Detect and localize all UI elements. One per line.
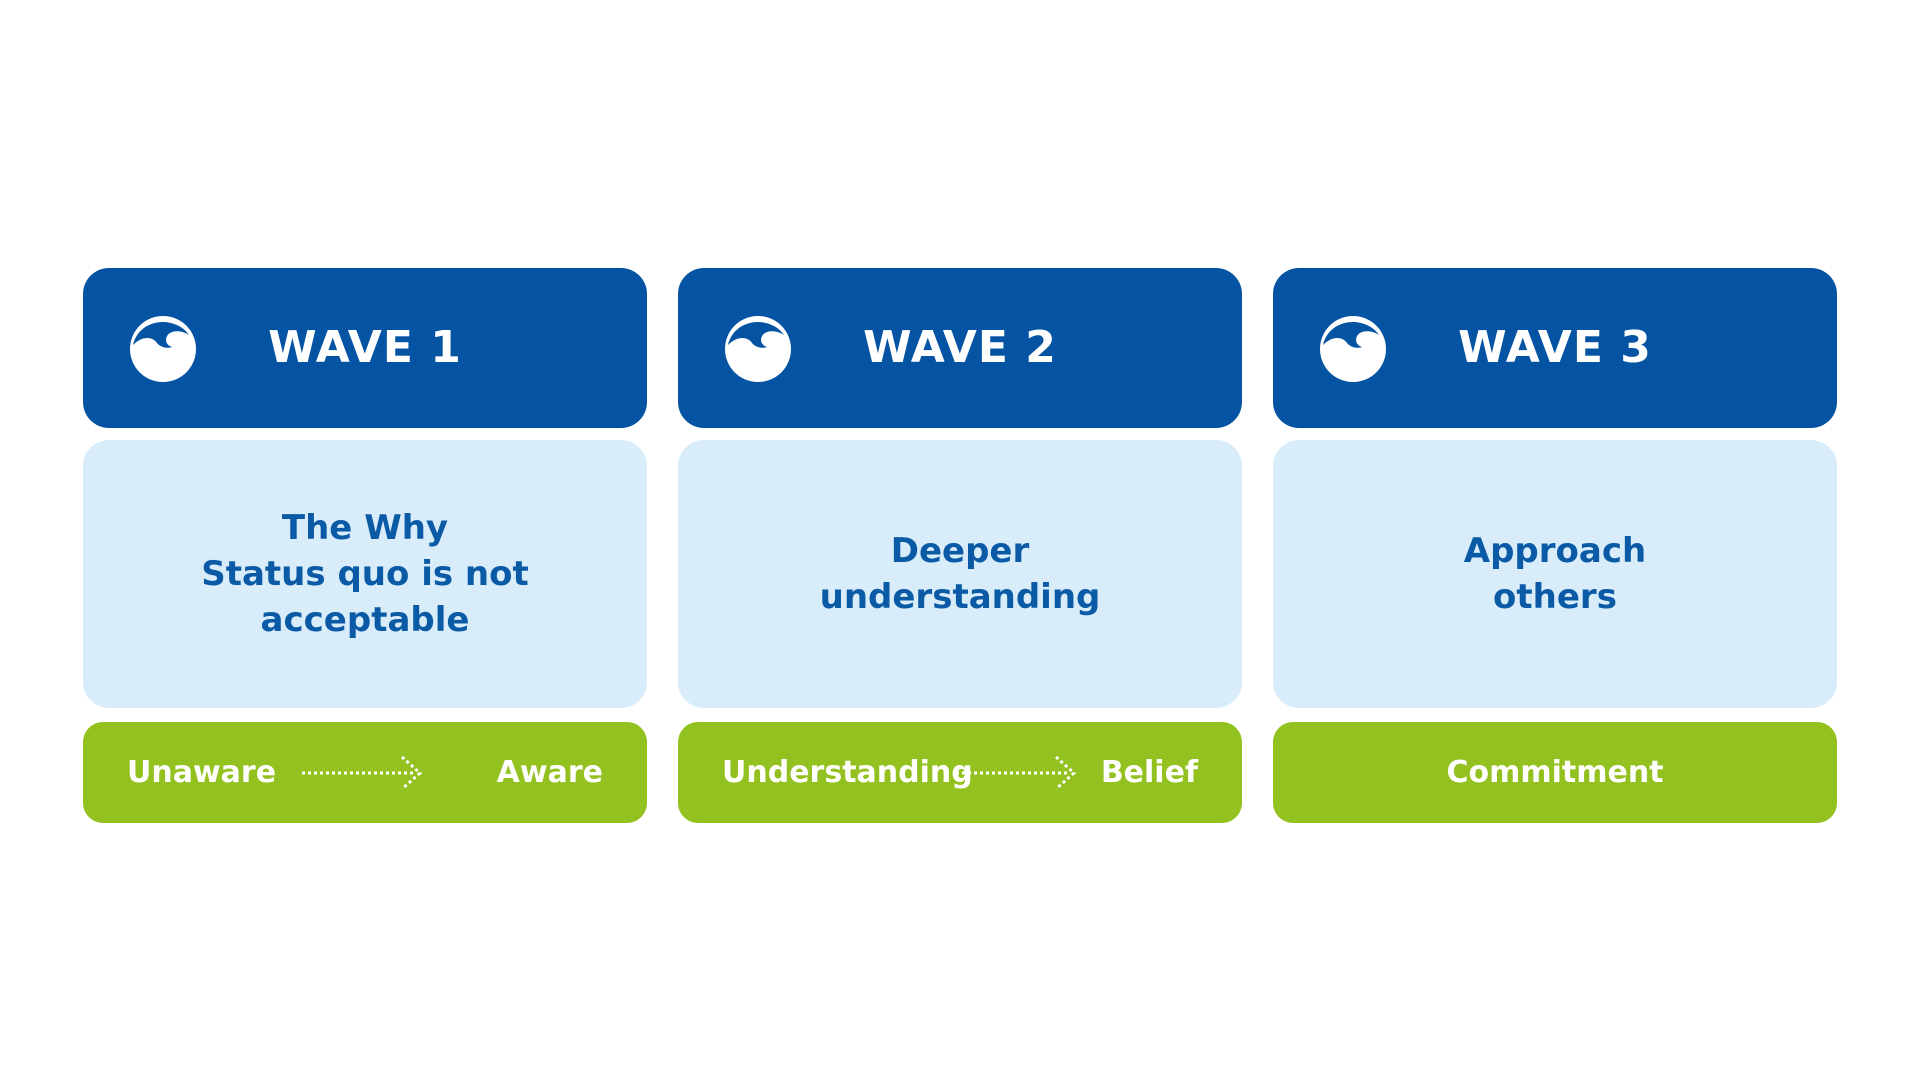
footer-from-label: Understanding <box>722 755 973 790</box>
wave-footer: Understanding Belief <box>678 722 1242 823</box>
wave-description: The Why Status quo is not acceptable <box>83 440 647 708</box>
description-line: Approach <box>1463 531 1647 571</box>
description-line: The Why <box>281 508 449 548</box>
wave-title: WAVE 3 <box>1458 322 1652 373</box>
wave-header: WAVE 3 <box>1273 268 1837 428</box>
dotted-arrow-right-icon <box>298 751 428 795</box>
description-line: acceptable <box>260 600 470 640</box>
wave-description: Approach others <box>1273 440 1837 708</box>
wave-icon <box>127 313 199 385</box>
wave-icon <box>1317 313 1389 385</box>
wave-title: WAVE 1 <box>268 322 462 373</box>
description-line: Deeper <box>890 531 1030 571</box>
wave-title: WAVE 2 <box>863 322 1057 373</box>
wave-header: WAVE 1 <box>83 268 647 428</box>
dotted-arrow-right-icon <box>952 751 1082 795</box>
wave-header: WAVE 2 <box>678 268 1242 428</box>
wave-icon <box>722 313 794 385</box>
footer-to-label: Aware <box>496 755 603 790</box>
description-line: others <box>1493 577 1617 617</box>
footer-label: Commitment <box>1446 755 1664 790</box>
footer-to-label: Belief <box>1100 755 1198 790</box>
wave-footer: Commitment <box>1273 722 1837 823</box>
wave-column-1: WAVE 1 The Why Status quo is not accepta… <box>83 268 647 823</box>
wave-footer: Unaware Aware <box>83 722 647 823</box>
footer-from-label: Unaware <box>127 755 277 790</box>
wave-description: Deeper understanding <box>678 440 1242 708</box>
description-line: Status quo is not <box>201 554 529 594</box>
description-line: understanding <box>819 577 1101 617</box>
wave-column-2: WAVE 2 Deeper understanding Understandin… <box>678 268 1242 823</box>
wave-column-3: WAVE 3 Approach others Commitment <box>1273 268 1837 823</box>
